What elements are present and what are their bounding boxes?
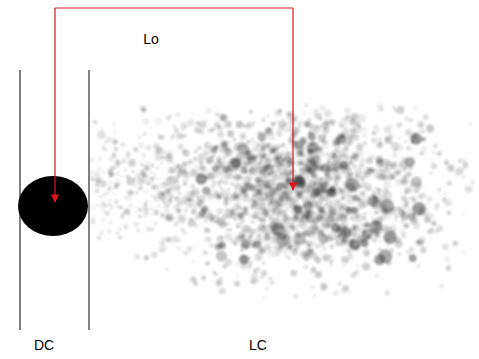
comet-head (18, 176, 88, 236)
region-boundary (89, 70, 90, 330)
distance-arrow (292, 8, 293, 190)
distance-arrow (54, 8, 55, 202)
distance-bracket (55, 7, 293, 8)
comet-tail (89, 103, 475, 298)
region-label: LC (249, 338, 267, 353)
region-label: DC (34, 338, 54, 353)
region-label: Lo (143, 32, 159, 47)
